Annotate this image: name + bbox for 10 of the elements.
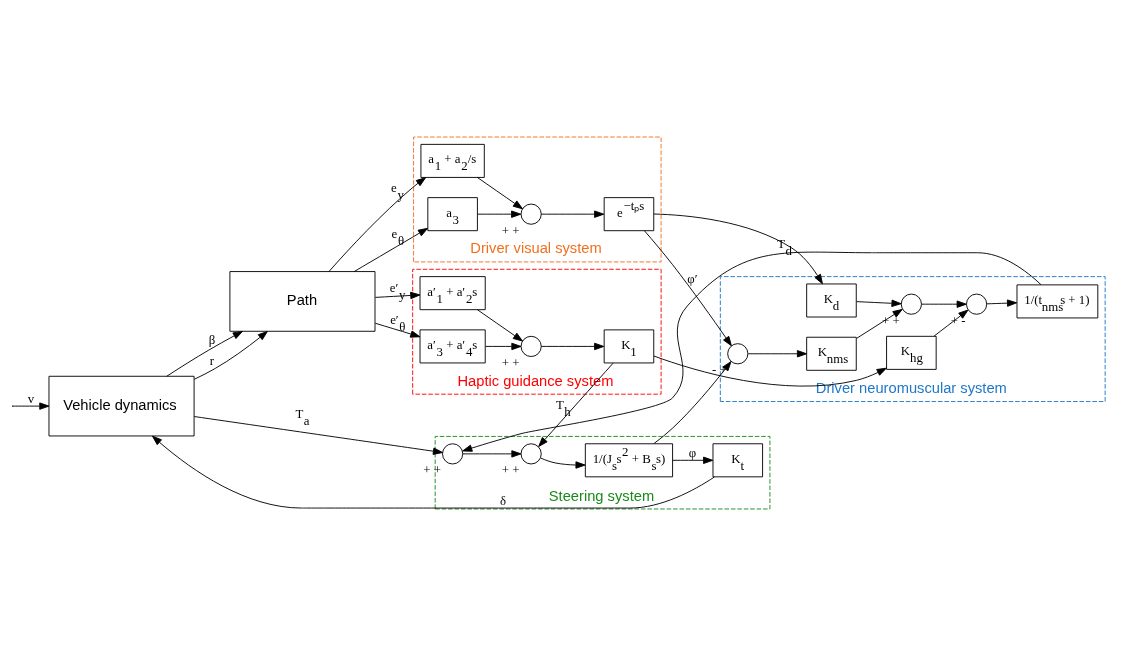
edge-label: β bbox=[208, 332, 216, 347]
edge-label: φ′ bbox=[687, 272, 698, 287]
node-label: + + bbox=[501, 463, 520, 478]
edge-label: r bbox=[209, 353, 214, 368]
edge-label: φ bbox=[688, 445, 697, 460]
edge-label: v bbox=[27, 391, 35, 406]
node-label: + + bbox=[501, 355, 520, 370]
node-label: + + bbox=[423, 463, 441, 478]
node-label: + + bbox=[501, 223, 520, 238]
edge-label: δ bbox=[499, 493, 506, 508]
